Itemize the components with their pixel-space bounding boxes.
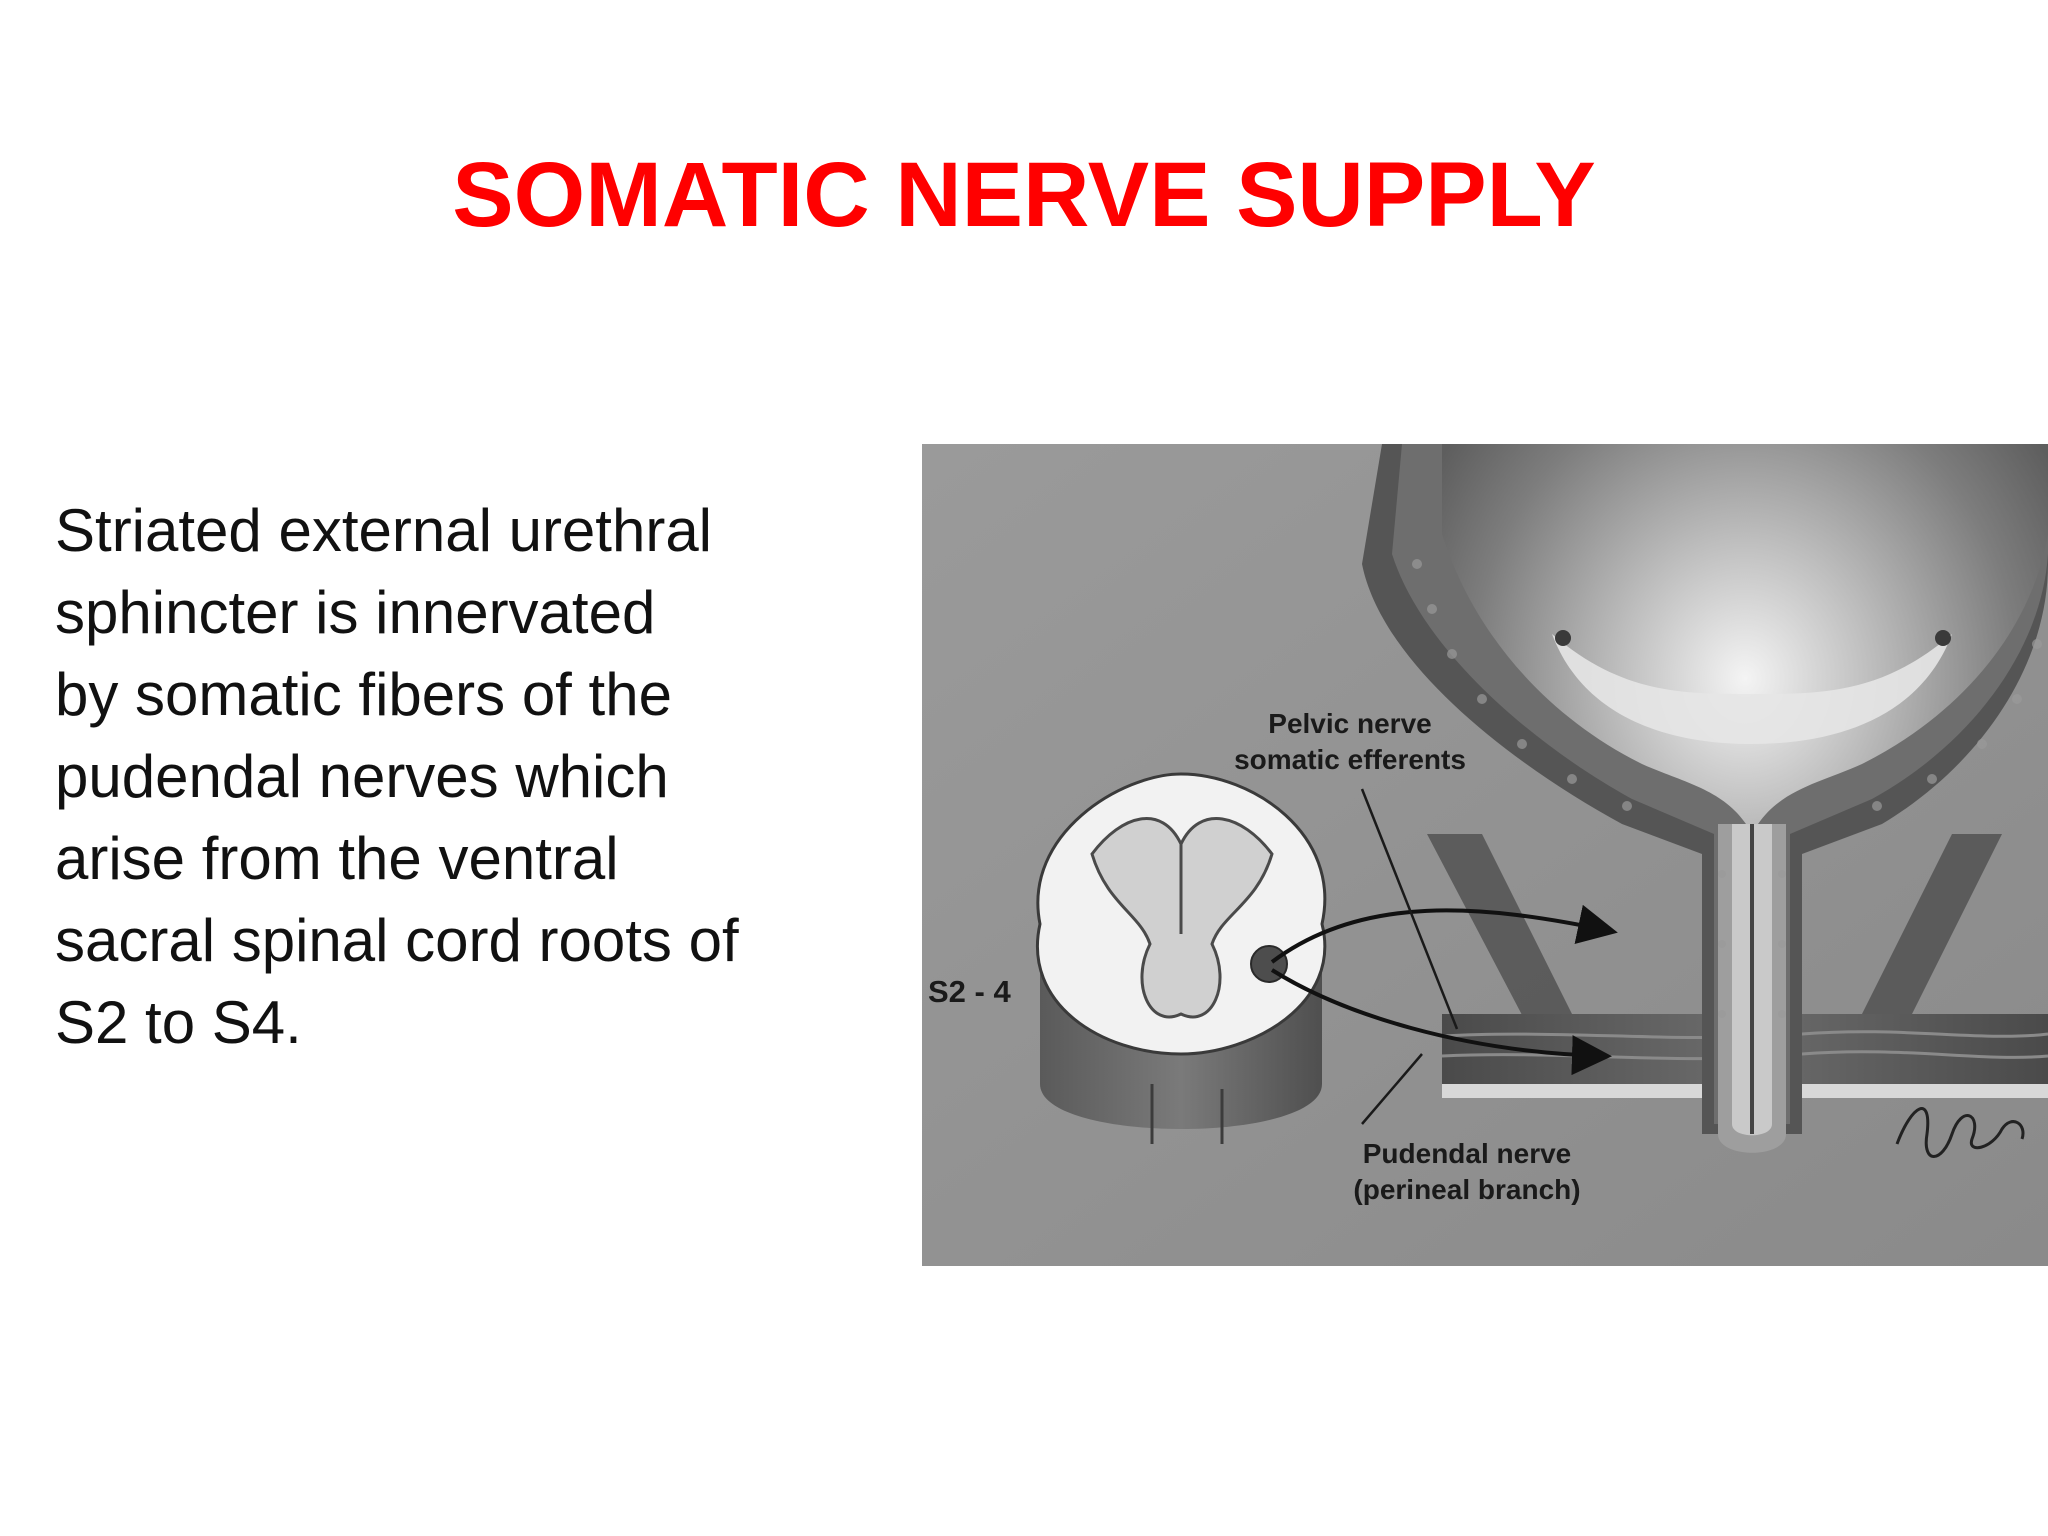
- slide-title: SOMATIC NERVE SUPPLY: [452, 144, 1596, 246]
- label-pudendal-nerve: Pudendal nerve (perineal branch): [1322, 1136, 1612, 1208]
- ureteric-orifice-right: [1935, 630, 1951, 646]
- label-spinal-segment: S2 - 4: [928, 974, 1038, 1010]
- levator-muscle-left: [1427, 834, 1582, 1034]
- body-line: arise from the ventral: [55, 825, 619, 892]
- wall-texture: [1412, 559, 2042, 1018]
- body-line: by somatic fibers of the: [55, 661, 672, 728]
- pelvic-label-leader: [1360, 788, 1459, 1030]
- levator-muscle-right: [1852, 834, 2002, 1034]
- ureteric-orifice-left: [1555, 630, 1571, 646]
- pelvic-nerve-arrow: [1270, 904, 1618, 964]
- label-pelvic-nerve: Pelvic nerve somatic efferents: [1200, 706, 1500, 778]
- bladder-lumen: [1442, 444, 2048, 1114]
- pudendal-nerve-arrow: [1270, 968, 1612, 1076]
- label-segment-text: S2 - 4: [928, 974, 1011, 1009]
- body-line: sphincter is innervated: [55, 579, 656, 646]
- label-pelvic-line1: Pelvic nerve: [1268, 708, 1432, 739]
- label-pudendal-line1: Pudendal nerve: [1362, 1138, 1572, 1169]
- anatomy-illustration: Pelvic nerve somatic efferents S2 - 4 Pu…: [922, 444, 2048, 1266]
- artist-signature: [1895, 1107, 2025, 1158]
- body-line: S2 to S4.: [55, 989, 302, 1056]
- anatomy-drawing: [922, 444, 2048, 1266]
- body-line: Striated external urethral: [55, 497, 713, 564]
- label-pelvic-line2: somatic efferents: [1234, 744, 1466, 775]
- body-paragraph: Striated external urethral sphincter is …: [55, 490, 885, 1064]
- trigone: [1552, 634, 1952, 744]
- pudendal-label-leader: [1361, 1053, 1423, 1125]
- label-pudendal-line2: (perineal branch): [1353, 1174, 1581, 1205]
- body-line: pudendal nerves which: [55, 743, 669, 810]
- body-line: sacral spinal cord roots of: [55, 907, 739, 974]
